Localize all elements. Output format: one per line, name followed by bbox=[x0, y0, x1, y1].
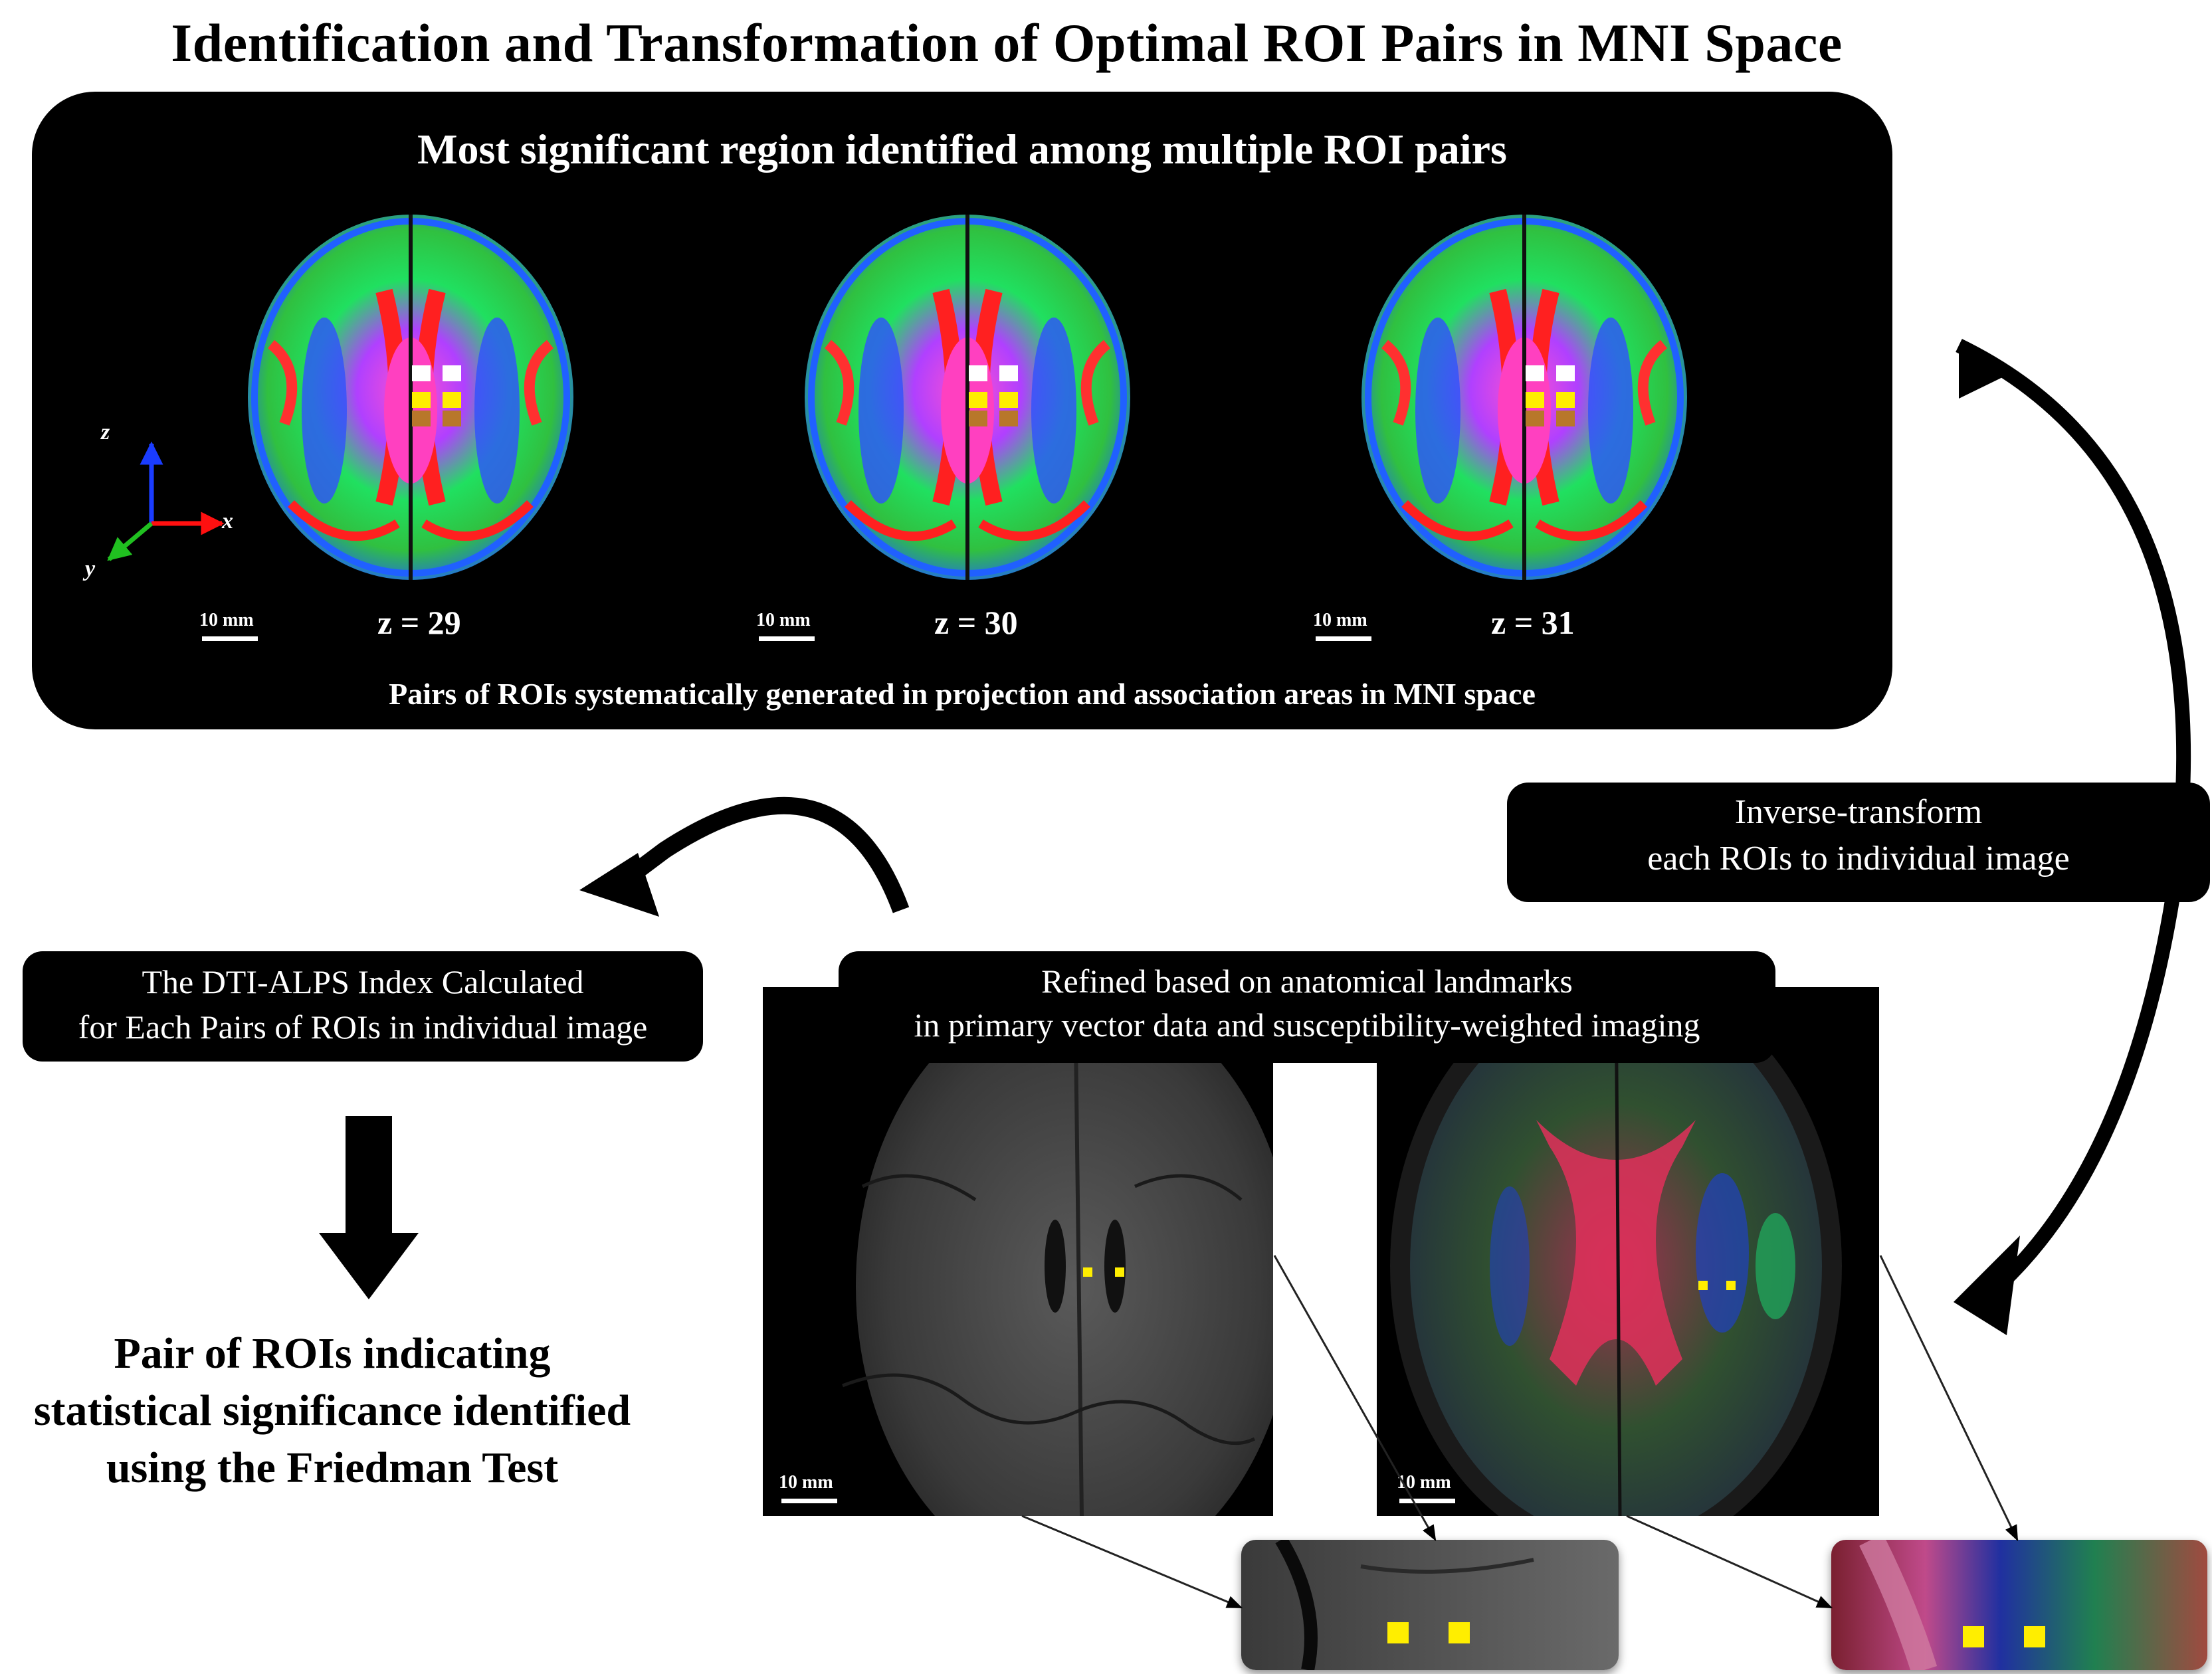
swi-roi-left bbox=[1083, 1267, 1092, 1277]
refined-line1: Refined based on anatomical landmarks bbox=[1041, 963, 1573, 1000]
result-line2: statistical significance identified bbox=[33, 1386, 631, 1435]
inverse-transform-arrow bbox=[1956, 339, 2191, 1308]
inverse-transform-box: Inverse-transform each ROIs to individua… bbox=[1507, 783, 2210, 902]
mni-panel-title: Most significant region identified among… bbox=[417, 126, 1507, 173]
mni-scalebar bbox=[202, 636, 258, 641]
result-line3: using the Friedman Test bbox=[106, 1443, 559, 1492]
mni-scalebar-label: 10 mm bbox=[199, 610, 254, 630]
mni-roi-square bbox=[999, 392, 1018, 408]
mni-scalebar-label: 10 mm bbox=[1313, 610, 1367, 630]
mni-scalebar bbox=[759, 636, 815, 641]
mni-slice-3 bbox=[1358, 211, 1690, 587]
dti-alps-box: The DTI-ALPS Index Calculated for Each P… bbox=[23, 951, 703, 1062]
mni-roi-square bbox=[999, 411, 1018, 426]
mni-roi-square bbox=[443, 392, 461, 408]
swi-scalebar-label: 10 mm bbox=[779, 1472, 833, 1493]
dec-roi-left bbox=[1698, 1281, 1708, 1290]
swi-zoom-roi-left bbox=[1387, 1622, 1409, 1643]
axis-label-z: z bbox=[101, 420, 110, 444]
mni-panel-caption: Pairs of ROIs systematically generated i… bbox=[389, 677, 1536, 711]
mni-roi-square bbox=[969, 365, 987, 381]
mni-roi-square bbox=[1526, 392, 1544, 408]
refined-line2: in primary vector data and susceptibilit… bbox=[914, 1006, 1700, 1044]
swi-zoom-roi-right bbox=[1449, 1622, 1470, 1643]
page-title: Identification and Transformation of Opt… bbox=[171, 13, 1843, 73]
mni-scalebar bbox=[1316, 636, 1371, 641]
mni-roi-square bbox=[412, 365, 431, 381]
mni-roi-square bbox=[412, 392, 431, 408]
dec-zoom-inset bbox=[1831, 1540, 2207, 1670]
mni-roi-square bbox=[412, 411, 431, 426]
dti-alps-line2: for Each Pairs of ROIs in individual ima… bbox=[78, 1008, 648, 1046]
swi-roi-right bbox=[1115, 1267, 1124, 1277]
dec-zoom-roi-right bbox=[2024, 1626, 2045, 1647]
mni-roi-square bbox=[999, 365, 1018, 381]
friedman-result-text: Pair of ROIs indicating statistical sign… bbox=[0, 1325, 664, 1497]
mni-roi-panel: Most significant region identified among… bbox=[32, 92, 1892, 729]
inverse-transform-line1: Inverse-transform bbox=[1734, 793, 1983, 831]
swi-zoom-inset bbox=[1241, 1540, 1619, 1670]
mni-scalebar-label: 10 mm bbox=[756, 610, 811, 630]
inverse-transform-line2: each ROIs to individual image bbox=[1647, 840, 2070, 878]
dec-zoom-roi-left bbox=[1963, 1626, 1984, 1647]
y-axis-arrow bbox=[107, 521, 153, 561]
mni-roi-square bbox=[1556, 365, 1575, 381]
swi-scalebar bbox=[781, 1499, 837, 1503]
swi-image: 10 mm bbox=[763, 987, 1273, 1516]
dec-scalebar bbox=[1399, 1499, 1455, 1503]
axis-label-x: x bbox=[222, 509, 233, 533]
dec-image: 10 mm bbox=[1377, 987, 1879, 1516]
mni-roi-square bbox=[1526, 411, 1544, 426]
down-arrow bbox=[319, 1116, 419, 1299]
mni-roi-square bbox=[1556, 411, 1575, 426]
refined-box: Refined based on anatomical landmarks in… bbox=[839, 951, 1775, 1063]
mni-roi-square bbox=[1556, 392, 1575, 408]
mni-slice-label: z = 29 bbox=[377, 604, 461, 641]
refine-to-dti-arrow bbox=[606, 796, 910, 913]
axis-label-y: y bbox=[85, 557, 96, 581]
result-line1: Pair of ROIs indicating bbox=[114, 1329, 551, 1378]
axes-indicator bbox=[107, 441, 225, 561]
dec-roi-right bbox=[1726, 1281, 1736, 1290]
dti-alps-line1: The DTI-ALPS Index Calculated bbox=[142, 963, 584, 1000]
mni-roi-square bbox=[443, 411, 461, 426]
mni-roi-square bbox=[1526, 365, 1544, 381]
mni-roi-square bbox=[443, 365, 461, 381]
mni-roi-square bbox=[969, 411, 987, 426]
mni-roi-square bbox=[969, 392, 987, 408]
mni-slice-label: z = 31 bbox=[1491, 604, 1575, 641]
mni-slice-2 bbox=[801, 211, 1134, 587]
mni-slice-label: z = 30 bbox=[934, 604, 1018, 641]
